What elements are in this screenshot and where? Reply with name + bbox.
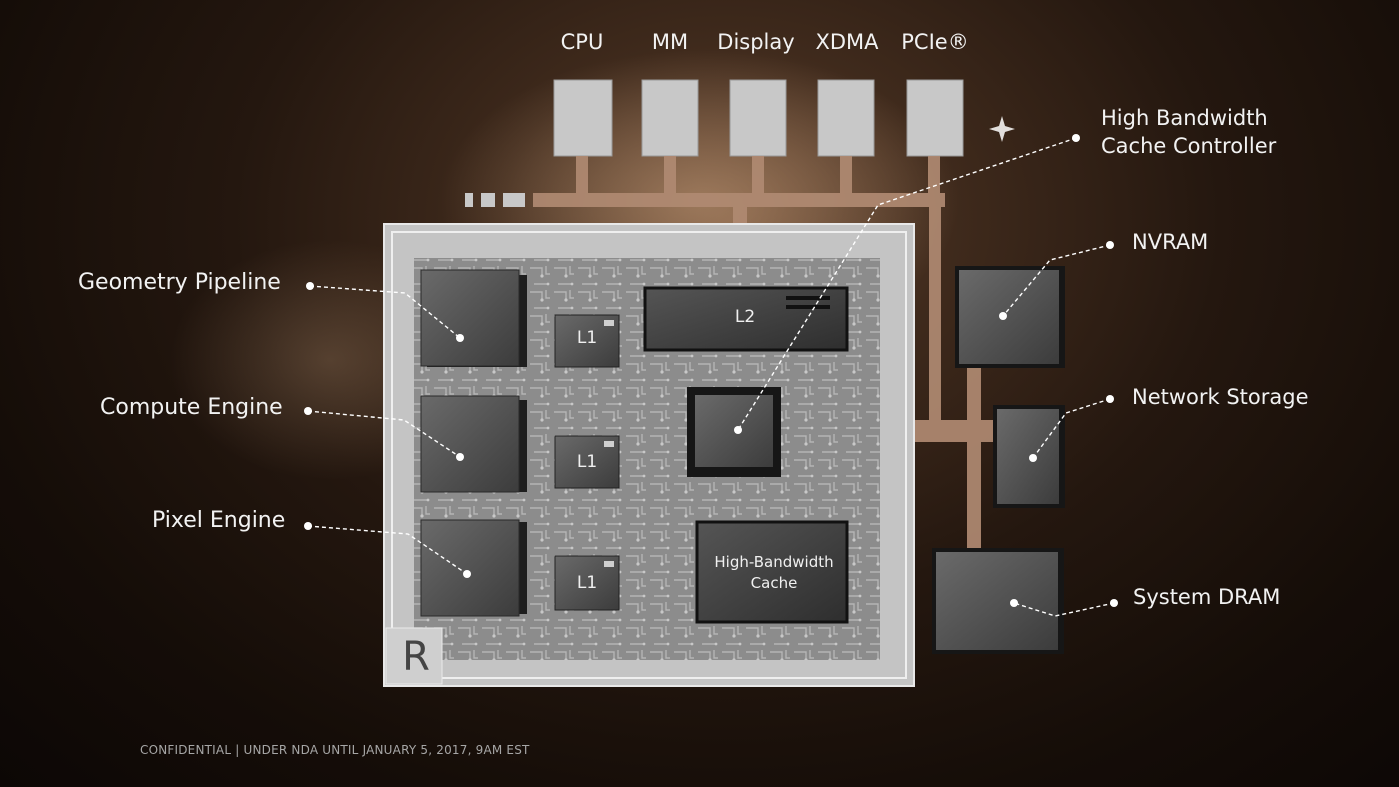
label-hbcc: High Bandwidth Cache Controller (1101, 104, 1276, 160)
high-bandwidth-cache-block (695, 520, 849, 624)
port-label-cpu: CPU (560, 30, 604, 54)
callout-dots (304, 134, 1118, 607)
callout-lines (307, 137, 1115, 617)
display-port-box (729, 79, 787, 157)
l1-caches (554, 314, 620, 611)
pcie-port-box (906, 79, 964, 157)
label-geometry-pipeline: Geometry Pipeline (78, 270, 281, 295)
port-label-xdma: XDMA (815, 30, 879, 54)
compute-engine-block (420, 395, 520, 493)
label-nvram: NVRAM (1132, 230, 1209, 254)
label-pixel-engine: Pixel Engine (152, 508, 286, 533)
xdma-port-box (817, 79, 875, 157)
cpu-port-box (553, 79, 613, 157)
bus-end-squares (465, 193, 525, 207)
engines (420, 269, 527, 617)
chip-package-inner-border (391, 231, 907, 679)
logo-block (385, 627, 443, 685)
l1-label: L1 (576, 452, 598, 472)
nvram-block (959, 270, 1059, 364)
label-hbcc-line1: High Bandwidth (1101, 106, 1268, 130)
port-label-pcie: PCIe® (901, 30, 969, 54)
network-storage-block (997, 409, 1059, 504)
pixel-engine-block (420, 519, 520, 617)
top-port-boxes (553, 79, 964, 157)
hbc-label-line2: Cache (750, 574, 798, 592)
label-system-dram: System DRAM (1133, 585, 1281, 609)
l1-label: L1 (576, 328, 598, 348)
port-label-display: Display (717, 30, 795, 54)
geometry-pipeline-block (420, 269, 520, 367)
hbc-label-line1: High-Bandwidth (714, 553, 834, 571)
logo-letter: R (402, 634, 430, 680)
port-label-mm: MM (651, 30, 689, 54)
label-network-storage: Network Storage (1132, 385, 1309, 409)
label-hbcc-line2: Cache Controller (1101, 134, 1277, 158)
l2-label: L2 (734, 307, 756, 327)
hbcc-block (695, 395, 773, 467)
label-compute-engine: Compute Engine (100, 395, 283, 420)
system-dram-block (936, 552, 1058, 650)
mm-port-box (641, 79, 699, 157)
l1-label: L1 (576, 573, 598, 593)
high-bandwidth-cache-label: High-Bandwidth Cache (697, 552, 851, 594)
star-sparkle (989, 116, 1015, 142)
confidential-footer: CONFIDENTIAL | UNDER NDA UNTIL JANUARY 5… (140, 743, 530, 757)
